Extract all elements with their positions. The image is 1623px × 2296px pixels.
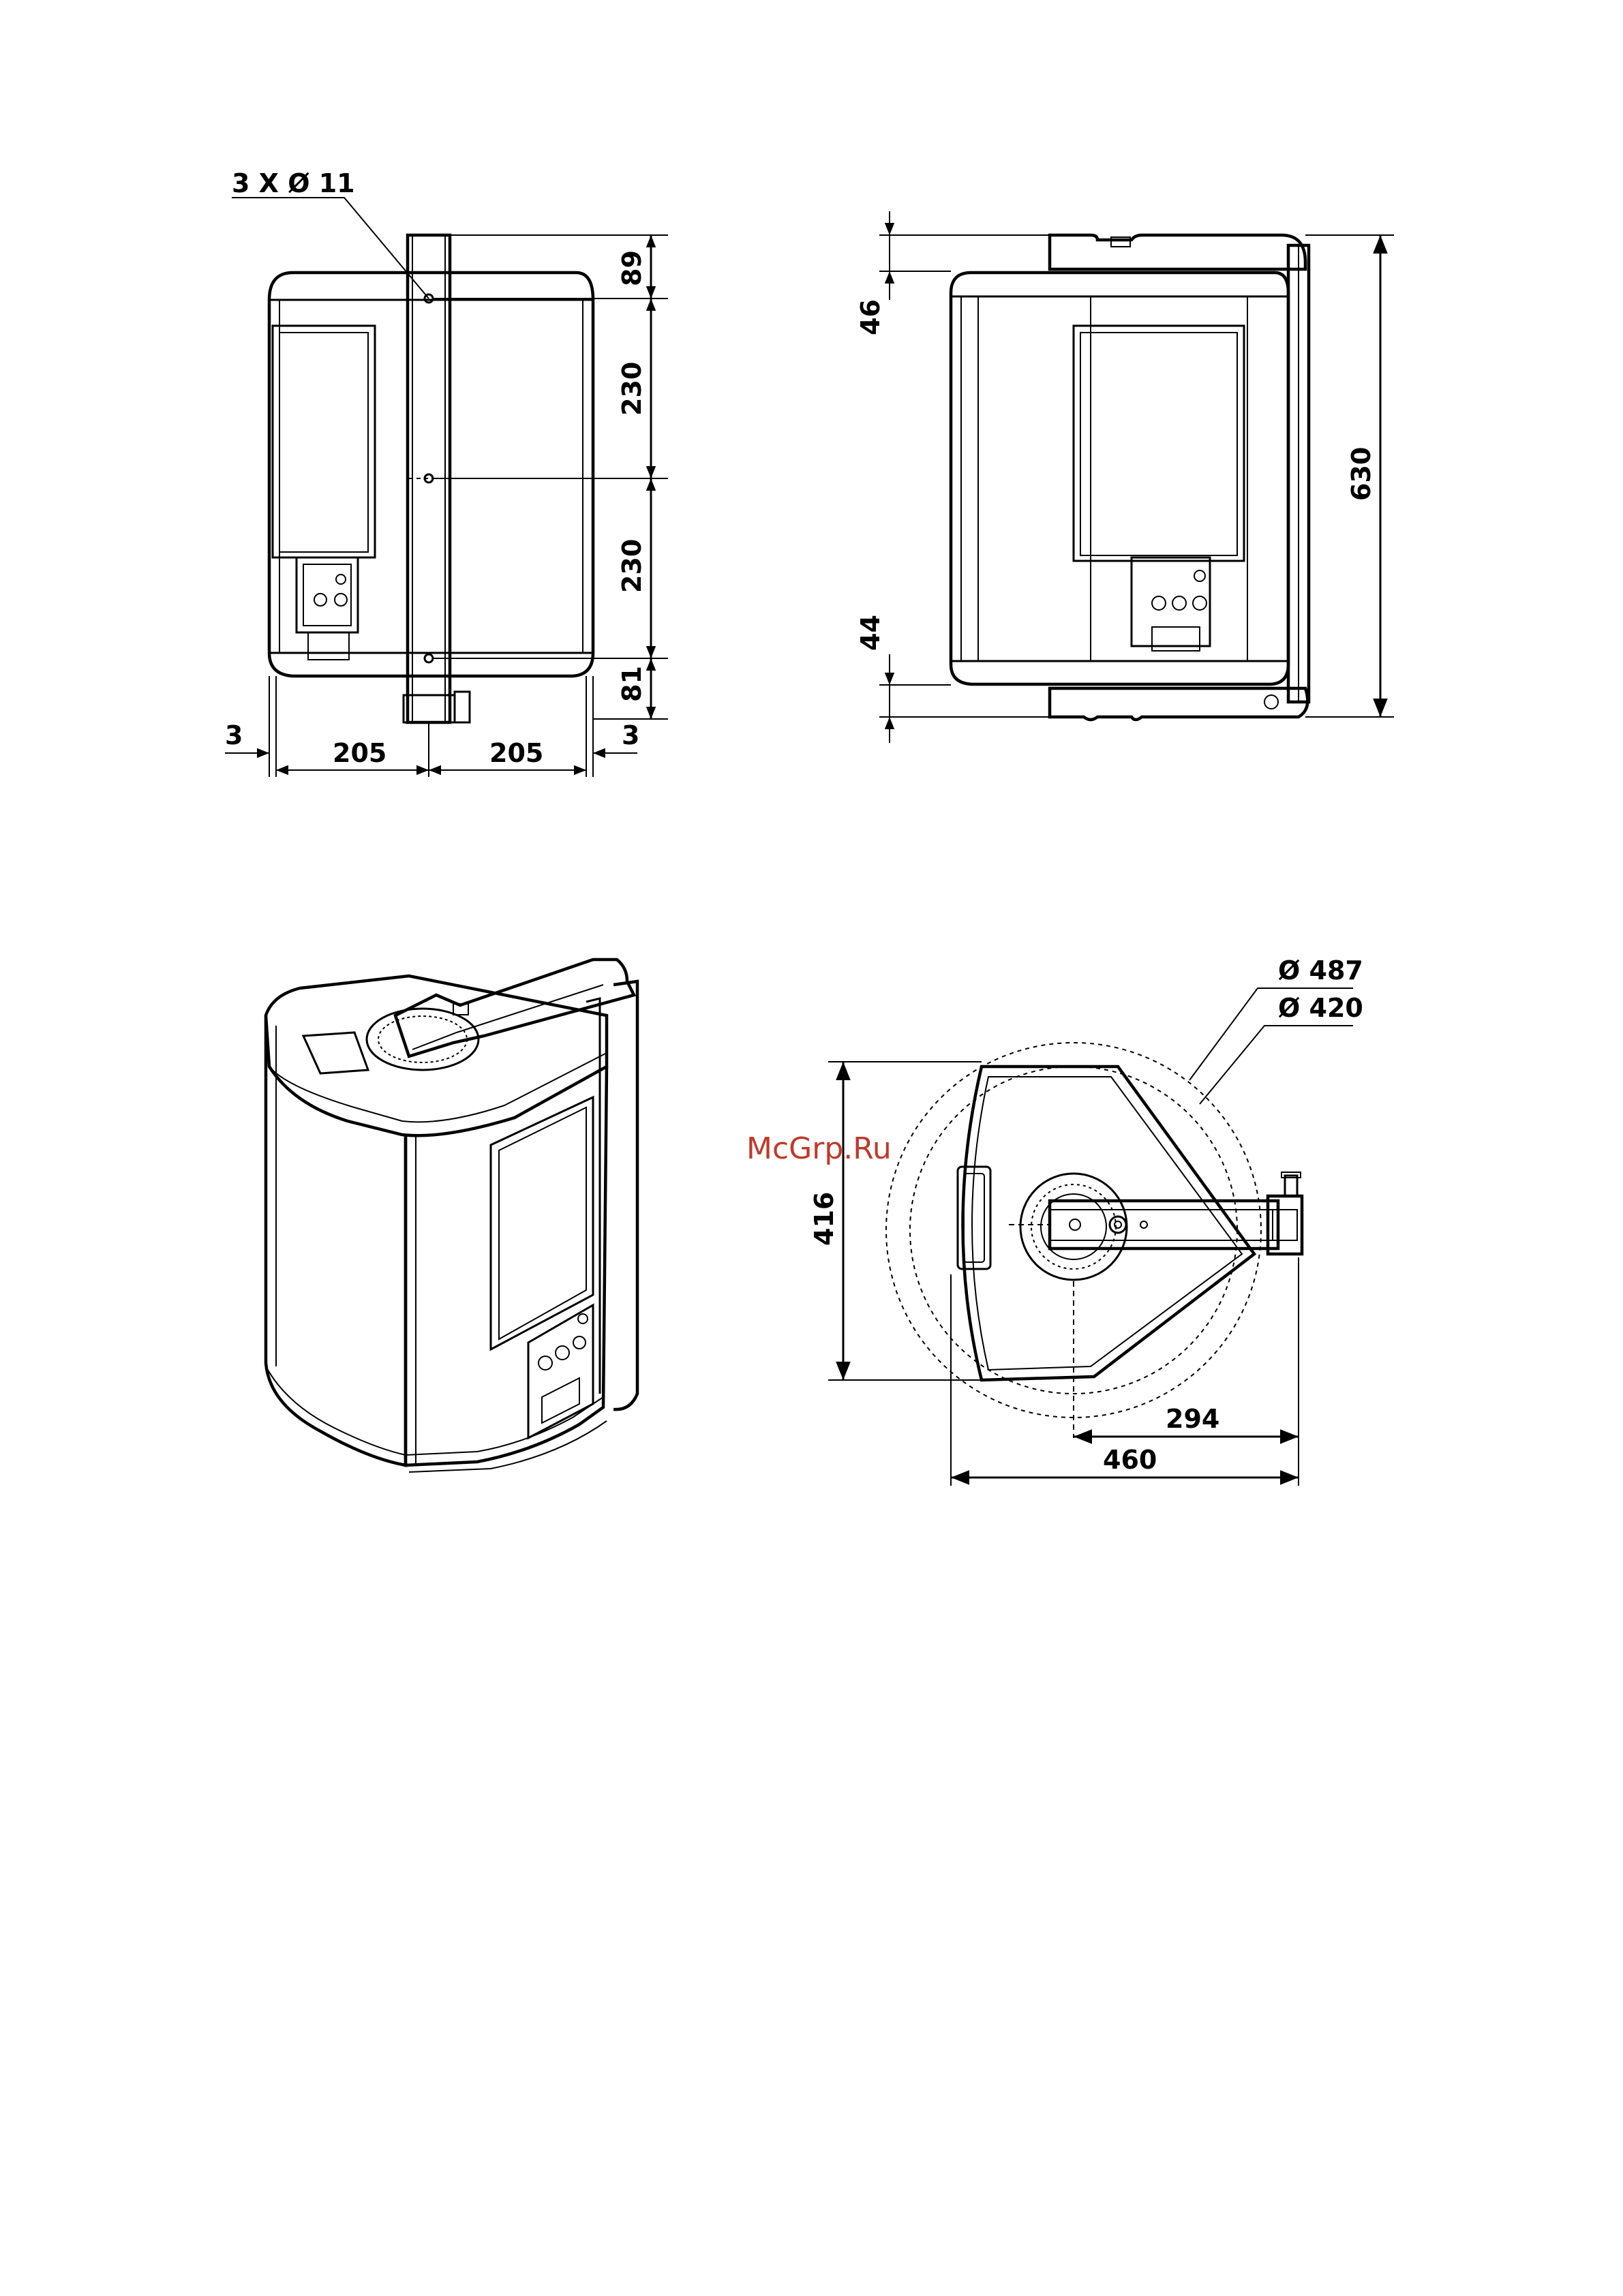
dim-side-top-offset: 46 — [855, 299, 885, 335]
dim-side-bottom-offset: 44 — [855, 615, 885, 651]
side-view: 46 44 630 — [855, 211, 1394, 743]
dim-top-pivot-offset: 294 — [1166, 1404, 1219, 1434]
top-view: Ø 487 Ø 420 416 294 460 — [809, 955, 1363, 1486]
dim-front-width-left: 205 — [333, 738, 386, 768]
dim-front-left-gap: 3 — [225, 720, 243, 750]
watermark-text: McGrp.Ru — [746, 1131, 892, 1166]
front-view: 3 X Ø 11 89 230 230 81 3 205 205 3 — [225, 168, 668, 777]
hole-callout: 3 X Ø 11 — [232, 168, 355, 198]
dim-side-overall-height: 630 — [1346, 447, 1376, 501]
dim-front-right-gap: 3 — [622, 720, 639, 750]
perspective-view — [266, 960, 637, 1472]
dim-front-pitch-2: 230 — [617, 539, 647, 593]
dim-top-depth: 416 — [809, 1192, 839, 1246]
dim-top-overall-width: 460 — [1103, 1445, 1157, 1475]
dim-swing-diameter-inner: Ø 420 — [1278, 993, 1363, 1023]
dim-front-top-offset: 89 — [617, 250, 647, 286]
dim-front-pitch-1: 230 — [617, 362, 647, 416]
dim-front-bottom-offset: 81 — [617, 666, 647, 702]
dim-front-width-right: 205 — [489, 738, 543, 768]
hole-bottom — [425, 654, 433, 662]
dim-swing-diameter-outer: Ø 487 — [1278, 955, 1363, 985]
